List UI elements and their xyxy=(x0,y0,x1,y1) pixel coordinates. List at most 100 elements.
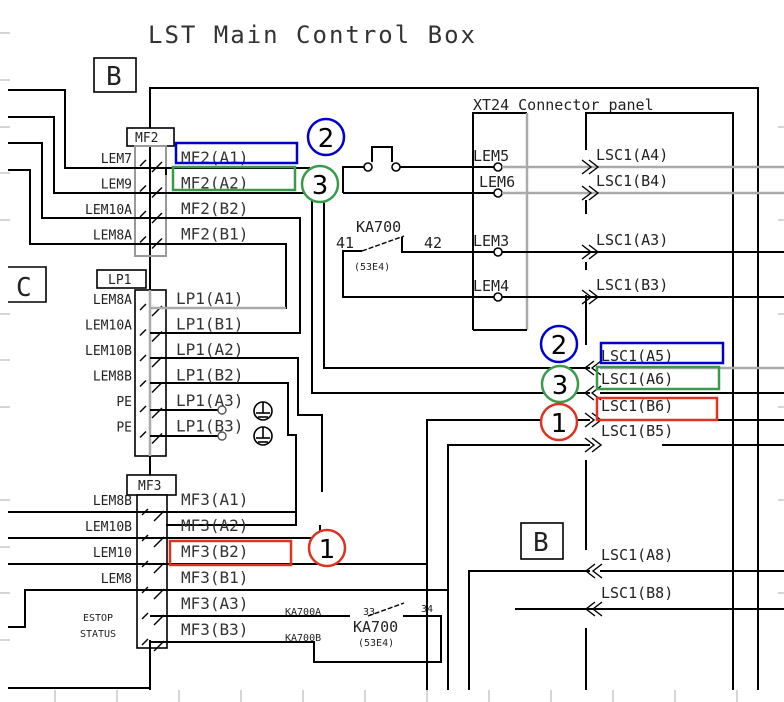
terminal-slash xyxy=(139,431,147,438)
callout-number: 3 xyxy=(552,371,569,401)
highlight-box xyxy=(595,396,719,422)
svg-text:C: C xyxy=(16,273,32,303)
svg-text:KA700: KA700 xyxy=(356,218,401,236)
terminal-label: MF3(A1) xyxy=(181,490,248,509)
xt24-frame-left xyxy=(472,112,527,330)
terminal-label: MF3(B3) xyxy=(181,620,248,639)
sheet-ref-b-top: B xyxy=(93,57,137,93)
connector-chevron-icon xyxy=(584,437,603,453)
estop-status-label: STATUS xyxy=(80,629,116,640)
callout-circle xyxy=(300,164,340,204)
terminal-block-mf3: MF3 xyxy=(126,474,177,649)
connector-chevron-icon xyxy=(581,185,600,201)
callout-number: 3 xyxy=(312,171,329,201)
terminal-slash xyxy=(139,354,147,362)
highlight-box xyxy=(168,539,293,567)
terminal-label: MF2(A2) xyxy=(181,174,248,193)
svg-text:B: B xyxy=(533,528,549,558)
terminal-label: MF3(A2) xyxy=(181,516,248,535)
lsc1-terminal-label: LSC1(B5) xyxy=(601,422,673,440)
terminal-label: MF3(A3) xyxy=(181,594,248,613)
xt24-label: LEM4 xyxy=(473,277,509,295)
lsc1-terminal-label: LSC1(B4) xyxy=(596,172,668,190)
svg-text:KA700: KA700 xyxy=(353,618,398,636)
terminal-label: LP1(B1) xyxy=(176,315,243,334)
lsc1-connectors: LSC1(A4) LSC1(B4) LSC1(A3) LSC1(B3) LSC1(A5)… xyxy=(581,146,673,617)
terminal-label: LP1(A3) xyxy=(176,391,243,410)
xt24-label: LEM5 xyxy=(473,147,509,165)
svg-text:41: 41 xyxy=(336,234,354,252)
terminal-block-lp1: LP1 xyxy=(96,269,167,457)
pushbutton-switch-icon xyxy=(342,146,498,194)
terminal-slash xyxy=(139,210,147,218)
wire-label: LEM8B xyxy=(93,370,132,385)
terminal-slash xyxy=(139,185,147,192)
wire-label: LEM8B xyxy=(93,494,132,509)
margin-ticks xyxy=(0,32,784,702)
terminal-label: LP1(B2) xyxy=(176,366,243,385)
relay-contact-ka700-33-34: KA700A KA700B 33 34 KA700 (53E4) xyxy=(285,602,433,649)
terminal-slash xyxy=(139,159,147,167)
lsc1-terminal-label: LSC1(A6) xyxy=(601,370,673,388)
svg-text:MF3: MF3 xyxy=(138,479,161,494)
relay-contact-ka700-41-42: KA700 41 42 (53E4) xyxy=(336,218,498,298)
wire-label: LEM8A xyxy=(93,229,132,244)
connector-chevron-icon xyxy=(584,563,603,579)
xt24-label: LEM6 xyxy=(479,173,515,191)
diagram-title: LST Main Control Box xyxy=(148,21,477,49)
callout-circle xyxy=(539,402,579,442)
terminal-slash xyxy=(139,303,147,311)
lsc1-terminal-label: LSC1(B6) xyxy=(601,397,673,415)
xt24-frame-right xyxy=(585,112,734,690)
estop-status-label: ESTOP xyxy=(83,613,113,624)
terminal-label: LP1(A2) xyxy=(176,340,243,359)
wire-label: LEM7 xyxy=(101,152,132,167)
connector-chevron-icon xyxy=(581,289,600,305)
wire-label: LEM9 xyxy=(101,178,132,193)
wire-label: LEM10 xyxy=(93,546,132,561)
lsc1-terminal-label: LSC1(A3) xyxy=(596,231,668,249)
terminal-slash xyxy=(139,405,147,413)
highlight-box xyxy=(599,341,725,365)
svg-text:42: 42 xyxy=(424,234,442,252)
terminal-label: LP1(B3) xyxy=(176,417,243,436)
callout-number: 2 xyxy=(318,124,335,154)
terminal-slash xyxy=(141,638,149,646)
connector-chevron-icon xyxy=(581,244,600,260)
svg-text:KA700A: KA700A xyxy=(285,607,321,618)
callout-number: 1 xyxy=(551,409,568,439)
terminal-slash xyxy=(139,380,147,387)
svg-text:B: B xyxy=(106,62,122,92)
svg-text:33: 33 xyxy=(363,607,375,618)
highlight-box xyxy=(595,365,721,391)
callout-circle xyxy=(306,117,346,157)
sheet-ref-b-bottom: B xyxy=(520,522,564,560)
lsc1-terminal-label: LSC1(A8) xyxy=(601,546,673,564)
terminal-slash xyxy=(151,382,163,393)
terminal-label: MF3(B2) xyxy=(181,542,248,561)
ground-icon xyxy=(253,401,273,421)
terminal-label: LP1(A1) xyxy=(176,289,243,308)
terminal-slash xyxy=(139,329,147,336)
lsc1-terminal-label: LSC1(B3) xyxy=(596,276,668,294)
wire-label: LEM8A xyxy=(93,293,132,308)
highlight-box xyxy=(174,141,299,165)
terminal-label: MF2(B2) xyxy=(181,199,248,218)
wire-label: PE xyxy=(116,395,132,410)
lsc1-terminal-label: LSC1(A4) xyxy=(596,146,668,164)
callout-circle xyxy=(539,324,579,364)
lsc1-terminal-label: LSC1(A5) xyxy=(601,347,673,365)
terminal-block-mf2: MF2 xyxy=(126,127,175,257)
wire-label: LEM10A xyxy=(85,203,132,218)
wire-label: LEM10B xyxy=(85,520,132,535)
svg-text:34: 34 xyxy=(421,604,433,615)
svg-text:(53E4): (53E4) xyxy=(358,638,394,649)
lsc1-terminal-label: LSC1(B8) xyxy=(601,584,673,602)
xt24-label: LEM3 xyxy=(473,232,509,250)
wire-label: LEM10A xyxy=(85,319,132,334)
